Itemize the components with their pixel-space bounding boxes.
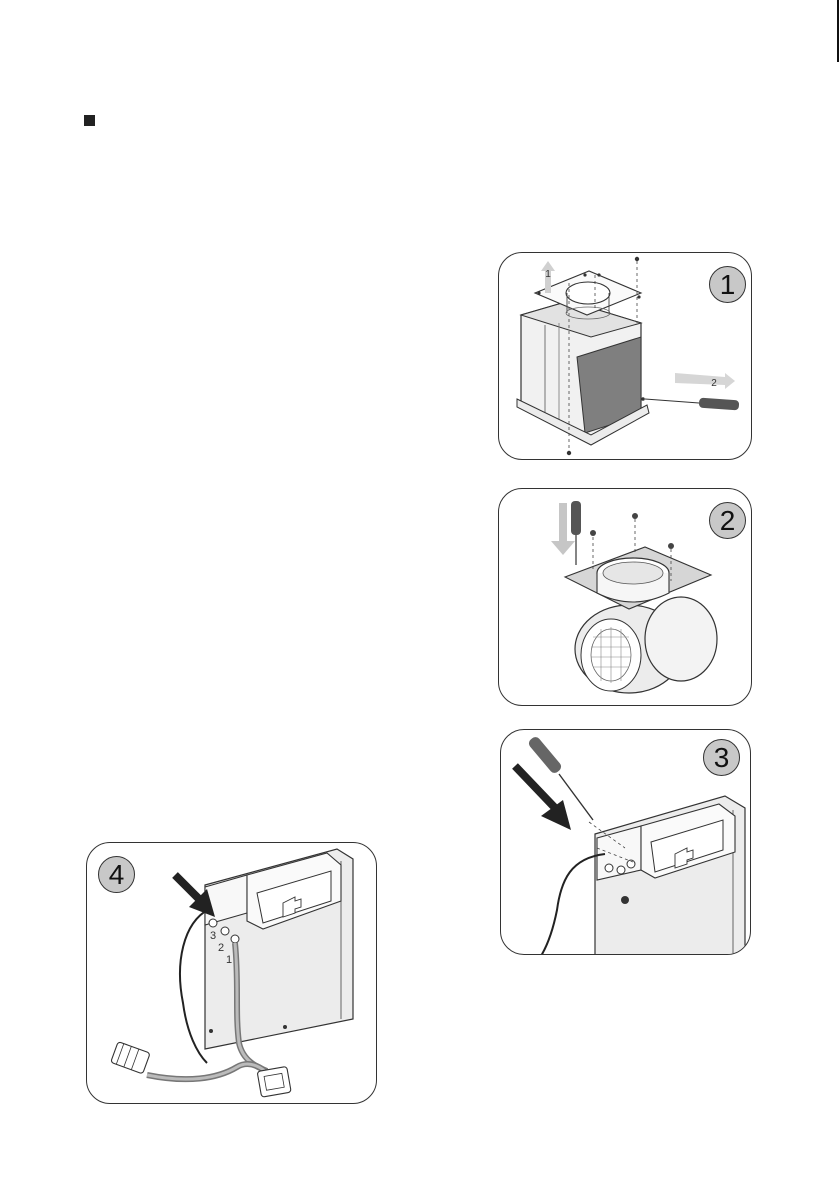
step-4-badge: 4 (98, 856, 135, 893)
step-1-panel: 1 2 1 (498, 252, 752, 460)
terminal-2-label: 2 (218, 942, 224, 954)
section-bullet (84, 115, 95, 126)
arrow-2-label: 2 (711, 378, 717, 389)
step-4-panel: 3 2 1 4 (86, 842, 377, 1104)
terminal-1-label: 1 (226, 954, 232, 966)
step-2-panel: 2 (498, 488, 752, 706)
terminal-3-label: 3 (210, 930, 216, 942)
step-2-badge: 2 (709, 502, 746, 539)
arrow-1-label: 1 (545, 269, 551, 280)
step-3-panel: 3 (500, 729, 751, 955)
step-1-badge: 1 (709, 266, 746, 303)
step-3-badge: 3 (703, 739, 740, 776)
